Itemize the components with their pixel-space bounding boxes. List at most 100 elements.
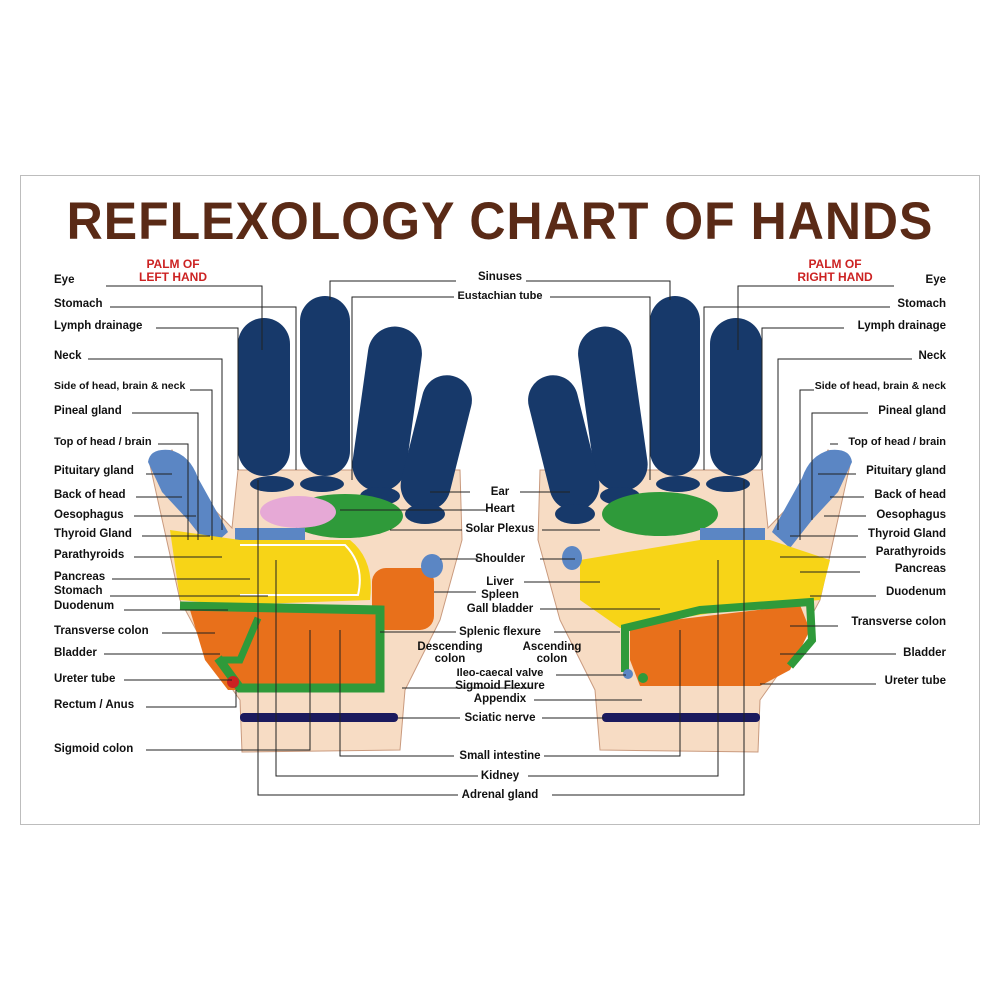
- center-label-small-intestine: Small intestine: [459, 750, 541, 762]
- descending-colon-line2: colon: [434, 653, 466, 665]
- ascending-colon-line1: Ascending: [522, 641, 582, 653]
- left-rectum-dot: [227, 676, 239, 688]
- descending-colon-line1: Descending: [417, 641, 483, 653]
- right-thyroid-band: [700, 528, 765, 540]
- left-finger-ring: [300, 296, 350, 476]
- center-label-kidney: Kidney: [480, 770, 520, 782]
- right-label-parathyroids: Parathyroids: [875, 546, 946, 558]
- left-heading-line2: LEFT HAND: [139, 270, 207, 284]
- right-label-ureter-tube: Ureter tube: [884, 675, 946, 687]
- left-label-top-of-head: Top of head / brain: [54, 436, 152, 448]
- right-heading-line2: RIGHT HAND: [797, 270, 873, 284]
- left-hand: [148, 296, 472, 753]
- left-spleen-zone: [372, 568, 434, 630]
- left-label-thyroid-gland: Thyroid Gland: [54, 528, 132, 540]
- left-shoulder-zone: [421, 554, 443, 578]
- left-label-pineal-gland: Pineal gland: [54, 405, 122, 417]
- right-label-duodenum: Duodenum: [885, 586, 946, 598]
- right-finger-little: [710, 318, 762, 476]
- center-label-eustachian-tube: Eustachian tube: [457, 290, 543, 302]
- left-sciatic-band: [240, 713, 398, 722]
- center-label-splenic-flexure: Splenic flexure: [459, 626, 541, 638]
- left-finger-little: [238, 318, 290, 476]
- center-label-liver: Liver: [486, 576, 514, 588]
- right-label-eye: Eye: [925, 274, 946, 286]
- right-label-side-of-head: Side of head, brain & neck: [814, 380, 946, 392]
- right-intestine-zone: [630, 605, 810, 686]
- left-intestine-zone: [190, 610, 380, 690]
- right-label-pineal-gland: Pineal gland: [878, 405, 946, 417]
- right-eye-ear-zone-4: [555, 504, 595, 524]
- center-label-adrenal-gland: Adrenal gland: [461, 789, 539, 801]
- left-label-oesophagus: Oesophagus: [54, 509, 124, 521]
- center-label-gall-bladder: Gall bladder: [466, 603, 534, 615]
- right-shoulder-zone: [562, 546, 582, 570]
- left-label-neck: Neck: [54, 350, 82, 362]
- center-label-sciatic-nerve: Sciatic nerve: [464, 712, 536, 724]
- center-label-solar-plexus: Solar Plexus: [465, 523, 535, 535]
- right-label-thyroid-gland: Thyroid Gland: [868, 528, 946, 540]
- right-eye-ear-zone-2: [656, 476, 700, 492]
- left-label-bladder: Bladder: [54, 647, 97, 659]
- right-label-pancreas: Pancreas: [894, 563, 946, 575]
- left-stomach-outline: [240, 544, 361, 596]
- left-eye-ear-zone-4: [405, 504, 445, 524]
- left-eye-ear-zone-2: [300, 476, 344, 492]
- left-label-side-of-head: Side of head, brain & neck: [54, 380, 186, 392]
- left-label-pancreas: Pancreas: [54, 571, 106, 583]
- center-label-ear: Ear: [490, 486, 510, 498]
- right-ileo-dot: [623, 669, 633, 679]
- right-sciatic-band: [602, 713, 760, 722]
- right-green-zone: [602, 492, 718, 536]
- right-finger-index: [528, 375, 600, 511]
- right-appendix-dot: [638, 673, 648, 683]
- left-label-back-of-head: Back of head: [54, 489, 126, 501]
- center-label-sinuses: Sinuses: [477, 271, 523, 283]
- left-palm-heading: PALM OF LEFT HAND: [118, 258, 228, 284]
- left-heart-zone: [260, 496, 336, 528]
- center-label-descending-colon: Descending colon: [410, 641, 490, 665]
- right-colon-green: [621, 597, 817, 672]
- left-label-rectum-anus: Rectum / Anus: [54, 699, 135, 711]
- right-label-back-of-head: Back of head: [874, 489, 946, 501]
- left-label-transverse-colon: Transverse colon: [54, 625, 149, 637]
- right-label-lymph-drainage: Lymph drainage: [857, 320, 946, 332]
- right-hand: [528, 296, 852, 753]
- center-label-spleen: Spleen: [481, 589, 519, 601]
- left-label-stomach-1: Stomach: [54, 298, 103, 310]
- right-finger-ring: [650, 296, 700, 476]
- right-finger-middle: [578, 326, 648, 492]
- center-label-sigmoid-flexure: Sigmoid Flexure: [455, 680, 545, 692]
- left-finger-middle: [352, 326, 422, 492]
- left-heading-line1: PALM OF: [146, 257, 200, 271]
- leader-lines: [88, 280, 912, 796]
- ascending-colon-line2: colon: [536, 653, 568, 665]
- center-label-appendix: Appendix: [473, 693, 527, 705]
- left-stomach-zone: [170, 530, 371, 605]
- left-label-lymph-drainage: Lymph drainage: [54, 320, 143, 332]
- center-label-shoulder: Shoulder: [475, 553, 525, 565]
- right-heading-line1: PALM OF: [808, 257, 862, 271]
- right-label-bladder: Bladder: [903, 647, 946, 659]
- right-label-top-of-head: Top of head / brain: [848, 436, 946, 448]
- right-label-transverse-colon: Transverse colon: [851, 616, 946, 628]
- left-eye-ear-zone: [250, 476, 294, 492]
- right-liver-zone: [580, 540, 830, 628]
- right-eye-ear-zone: [706, 476, 750, 492]
- left-label-stomach-2: Stomach: [54, 585, 103, 597]
- left-label-ureter-tube: Ureter tube: [54, 673, 116, 685]
- left-label-parathyroids: Parathyroids: [54, 549, 125, 561]
- right-label-neck: Neck: [918, 350, 947, 362]
- right-label-oesophagus: Oesophagus: [876, 509, 946, 521]
- chart-title: REFLEXOLOGY CHART OF HANDS: [66, 191, 934, 251]
- right-label-stomach: Stomach: [897, 298, 946, 310]
- left-label-sigmoid-colon: Sigmoid colon: [54, 743, 134, 755]
- right-label-pituitary-gland: Pituitary gland: [866, 465, 946, 477]
- left-thyroid-band: [235, 528, 305, 540]
- left-label-duodenum: Duodenum: [54, 600, 115, 612]
- right-palm-heading: PALM OF RIGHT HAND: [780, 258, 890, 284]
- center-label-ileo-caecal-valve: Ileo-caecal valve: [456, 667, 544, 679]
- center-label-heart: Heart: [485, 503, 515, 515]
- center-label-ascending-colon: Ascending colon: [512, 641, 592, 665]
